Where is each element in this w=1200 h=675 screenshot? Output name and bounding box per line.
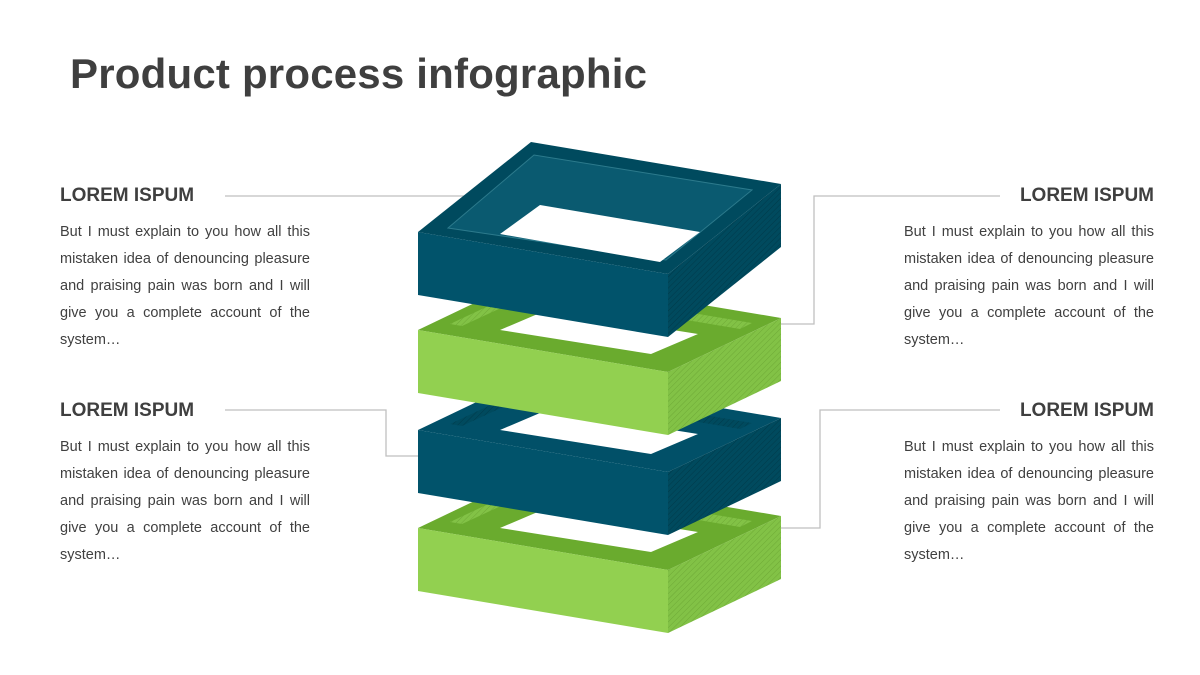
frame-2-inner [500,310,698,354]
frame-3-front [418,430,668,535]
block-1-heading: LOREM ISPUM [60,185,195,206]
block-2-text: But I must explain to you how all this m… [904,224,1154,348]
page-title: Product process infographic [70,50,648,97]
block-2-heading: LOREM ISPUM [1019,185,1154,206]
frame-4-front [418,528,668,633]
frame-2-side [668,318,781,435]
frame-3-inner [500,410,698,454]
frame-3-side [668,418,781,535]
connector-2 [780,195,1000,325]
connector-4 [760,409,1000,529]
block-4-heading: LOREM ISPUM [1019,400,1154,421]
block-4-text: But I must explain to you how all this m… [904,439,1154,563]
block-3-heading: LOREM ISPUM [60,400,195,421]
frame-1-teal [418,142,781,337]
text-block-4: LOREM ISPUM But I must explain to you ho… [904,400,1154,569]
frame-1-inner [500,205,700,262]
block-3-text: But I must explain to you how all this m… [60,439,310,563]
frame-1-front [418,232,668,337]
text-block-3: LOREM ISPUM But I must explain to you ho… [60,400,310,569]
frame-1-side [668,184,781,337]
frame-4-inner [500,508,698,552]
block-1-text: But I must explain to you how all this m… [60,224,310,348]
frame-4-side [668,516,781,633]
text-block-1: LOREM ISPUM But I must explain to you ho… [60,185,310,354]
frame-2-front [418,330,668,435]
text-block-2: LOREM ISPUM But I must explain to you ho… [904,185,1154,354]
